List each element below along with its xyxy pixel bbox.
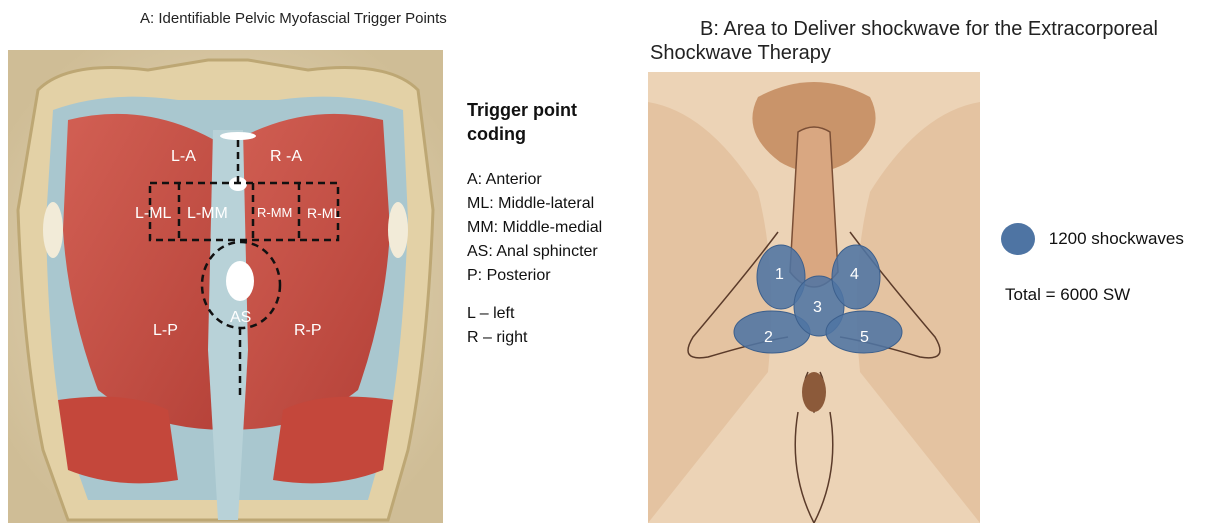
right-gluteal-muscle <box>273 397 393 484</box>
panel-b-title: B: Area to Deliver shockwave for the Ext… <box>700 18 1158 41</box>
panel-b-title-line2: Shockwave Therapy <box>650 42 831 65</box>
legend-item: A: Anterior <box>467 168 602 192</box>
pelvic-floor-illustration: L-A R -A L-ML L-MM R-ML AS L-P R-P R-MM <box>8 50 443 523</box>
zone-3-label: 3 <box>813 299 822 316</box>
legend-item: P: Posterior <box>467 264 602 288</box>
urethral-opening <box>220 132 256 140</box>
left-gluteal-muscle <box>58 397 178 484</box>
label-as: AS <box>230 309 251 326</box>
trigger-point-coding-title: Trigger point coding <box>467 98 617 146</box>
legend-side-right: R – right <box>467 326 602 350</box>
zone-4-label: 4 <box>850 266 859 283</box>
label-l-mm: L-MM <box>187 205 228 222</box>
label-l-a: L-A <box>171 148 196 165</box>
zone-1-label: 1 <box>775 266 784 283</box>
legend-side-left: L – left <box>467 302 602 326</box>
zone-2-label: 2 <box>764 329 773 346</box>
legend-item: ML: Middle-lateral <box>467 192 602 216</box>
shockwave-legend-label: 1200 shockwaves <box>1049 229 1184 248</box>
right-foramen <box>388 202 408 258</box>
zone-5-label: 5 <box>860 329 869 346</box>
legend-item: AS: Anal sphincter <box>467 240 602 264</box>
label-r-mm: R-MM <box>257 205 292 220</box>
perineum-illustration: 1 2 3 4 5 <box>648 72 980 523</box>
shockwave-total: Total = 6000 SW <box>1005 285 1130 305</box>
label-l-p: L-P <box>153 322 178 339</box>
shockwave-legend: 1200 shockwaves <box>1000 222 1184 256</box>
anus <box>802 372 826 412</box>
label-l-ml: L-ML <box>135 205 172 222</box>
trigger-point-coding-list: A: Anterior ML: Middle-lateral MM: Middl… <box>467 168 602 350</box>
label-r-p: R-P <box>294 322 322 339</box>
anal-opening <box>226 261 254 301</box>
zone-legend-swatch <box>1000 222 1038 256</box>
panel-a-title: A: Identifiable Pelvic Myofascial Trigge… <box>140 10 447 27</box>
label-r-ml: R-ML <box>307 205 341 221</box>
label-r-a: R -A <box>270 148 302 165</box>
legend-item: MM: Middle-medial <box>467 216 602 240</box>
left-foramen <box>43 202 63 258</box>
